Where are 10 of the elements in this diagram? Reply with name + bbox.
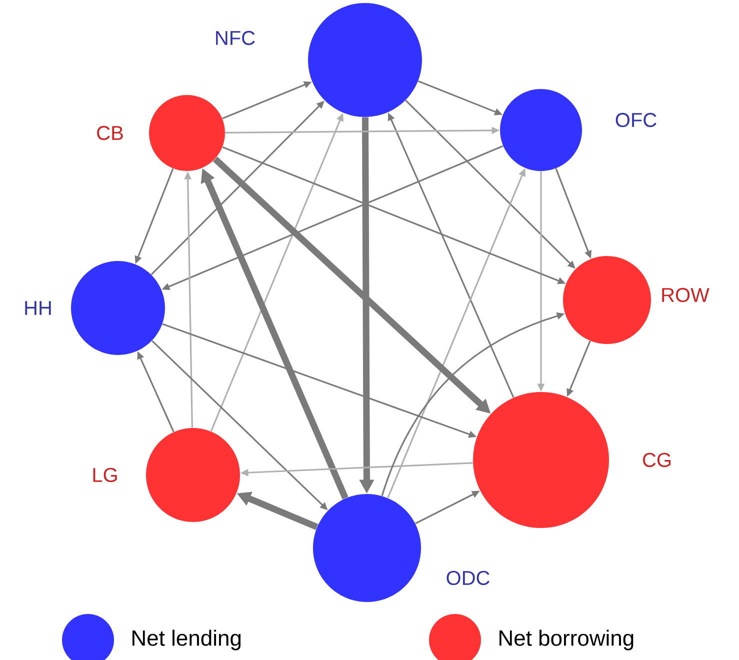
node-label: HH <box>25 301 51 315</box>
node-label: NFC <box>216 30 255 46</box>
node-label: OFC <box>616 112 656 128</box>
node-label: LG <box>93 468 117 482</box>
legend-label: Net lending <box>132 630 241 650</box>
legend-label: Net borrowing <box>500 630 634 650</box>
node-label: ROW <box>662 288 710 302</box>
node-label: ODC <box>446 570 490 586</box>
node-label: CG <box>643 452 670 468</box>
node-label: CB <box>97 126 123 140</box>
